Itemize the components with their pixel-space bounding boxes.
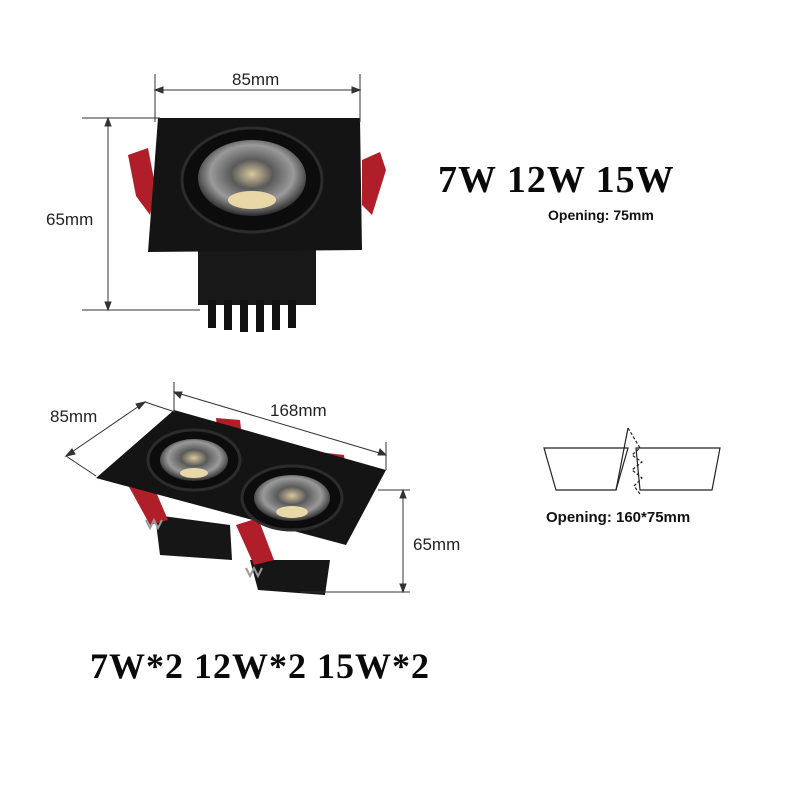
double-clip-front-left bbox=[128, 478, 168, 525]
double-clip-front-right bbox=[236, 518, 274, 565]
single-right-clip bbox=[362, 152, 386, 215]
double-reflector-left bbox=[160, 439, 228, 481]
double-length-label: 168mm bbox=[270, 401, 327, 420]
single-width-label: 85mm bbox=[232, 70, 280, 89]
double-led-chip-right bbox=[276, 506, 308, 518]
single-height-label: 65mm bbox=[46, 210, 94, 229]
single-heatsink bbox=[198, 250, 316, 332]
double-length-dimension bbox=[172, 382, 388, 470]
double-height-dimension bbox=[300, 488, 410, 594]
double-heatsink-right bbox=[250, 560, 330, 595]
single-opening-label: Opening: 75mm bbox=[548, 207, 654, 223]
double-opening-label: Opening: 160*75mm bbox=[546, 509, 691, 526]
double-depth-dimension bbox=[64, 401, 176, 477]
double-led-chip-left bbox=[180, 468, 208, 478]
double-spring-left bbox=[145, 517, 163, 531]
double-height-label: 65mm bbox=[413, 535, 461, 554]
double-heatsink-left bbox=[155, 515, 232, 560]
single-reflector bbox=[198, 140, 306, 216]
single-downlight-image bbox=[128, 118, 386, 332]
single-wattage-options: 7W 12W 15W bbox=[438, 159, 675, 201]
double-spring-right bbox=[245, 565, 263, 579]
double-downlight-image bbox=[96, 410, 386, 595]
single-led-chip bbox=[228, 191, 276, 209]
single-width-dimension bbox=[153, 74, 362, 122]
double-reflector-right bbox=[254, 475, 330, 521]
double-wattage-options: 7W*2 12W*2 15W*2 bbox=[90, 646, 430, 686]
double-depth-label: 85mm bbox=[50, 407, 98, 426]
ceiling-cutout-diagram bbox=[543, 427, 721, 495]
single-left-clip bbox=[128, 148, 156, 215]
single-height-dimension bbox=[82, 116, 200, 312]
